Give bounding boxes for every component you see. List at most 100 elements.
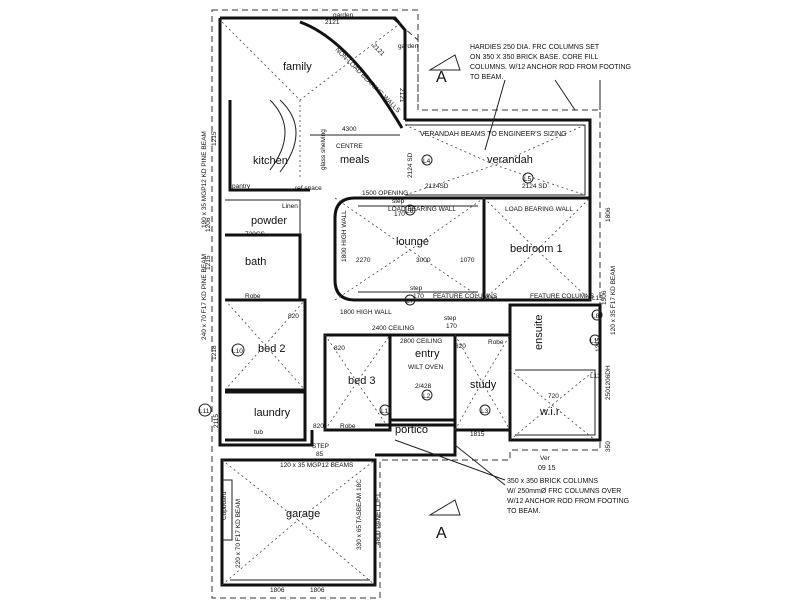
column-markers	[198, 154, 603, 417]
marker-l3: L3	[481, 408, 489, 415]
portico-wall	[375, 423, 457, 457]
kitchen-label: kitchen	[253, 155, 288, 167]
marker-l2: L2	[423, 393, 431, 400]
marker-l8: L8	[592, 313, 600, 320]
ceiling-2400: 2400 CEILING	[372, 325, 414, 332]
frc-note-1: HARDIES 250 DIA. FRC COLUMNS SET	[470, 44, 600, 51]
dim-820-b: 820	[334, 345, 345, 352]
beam-tasbeam: 330 x 65 TASBEAM 18C	[356, 479, 363, 550]
linen-label: Linen	[282, 203, 298, 210]
verandah-rear-wall	[405, 118, 592, 200]
marker-l7: L7	[406, 298, 414, 305]
powder-wall	[225, 199, 301, 235]
dim-1806-b: 1806	[310, 587, 325, 594]
family-diagonal-wall	[299, 20, 404, 129]
ensuite-wall	[508, 303, 602, 442]
portico-label: portico	[395, 424, 428, 436]
beam-pine-top: 190 x 35 MGP12 KD PINE BEAM	[201, 131, 208, 228]
wir-label: w.i.r	[539, 406, 560, 418]
rev-note: 09 15	[538, 465, 556, 472]
ver-sig: Ver	[540, 455, 551, 462]
section-line-top	[428, 54, 461, 71]
dim-1215-c: 1215	[595, 337, 602, 352]
opening-note: 1500 OPENING	[362, 190, 408, 197]
centre-note: CENTRE	[336, 143, 363, 150]
laundry-wall	[225, 390, 307, 442]
frc-note-2: ON 350 X 350 BRICK BASE. CORE FILL	[470, 54, 598, 61]
step-mid-170: 170	[413, 293, 424, 300]
note-leader-top	[484, 79, 601, 151]
kitchen-bench	[228, 100, 310, 192]
bedroom1-label: bedroom 1	[510, 243, 563, 255]
verandah-label: verandah	[487, 154, 533, 166]
entry-label: entry	[415, 348, 440, 360]
glass-shelving-note: glass shelving	[320, 129, 327, 170]
nlbw-note: NON-LOAD BEARING WALLS	[334, 46, 402, 114]
wir-wall	[515, 369, 596, 436]
dim-2428: 2/428	[415, 383, 432, 390]
study-label: study	[470, 379, 497, 391]
dim-2121-b: 2121	[371, 42, 386, 57]
family-label: family	[283, 61, 312, 73]
garage-wall	[220, 458, 377, 587]
garage-label: garage	[286, 508, 320, 520]
marker-l10: L10	[232, 348, 243, 355]
dim-2124sd-c: 2124 SD	[522, 183, 548, 190]
roof-hips	[221, 21, 596, 586]
ref-space-note: ref space	[295, 185, 322, 192]
laundry-label: laundry	[254, 407, 291, 419]
step-top-170: 170	[394, 211, 405, 218]
robe-bath-label: Robe	[245, 293, 261, 300]
high-wall-v-note: 1800 HIGH WALL	[341, 210, 348, 262]
meals-label: meals	[340, 154, 370, 166]
dim-2124sd-b: 2124SD	[425, 183, 449, 190]
dim-3000: 3000	[416, 257, 431, 264]
dim-2270: 2270	[356, 257, 371, 264]
marker-l1: L1	[381, 408, 389, 415]
bed3-label: bed 3	[348, 375, 376, 387]
marker-l4: L4	[423, 158, 431, 165]
dim-1070: 1070	[460, 257, 475, 264]
step-mid: step	[410, 285, 423, 292]
brick-note-4: TO BEAM.	[507, 508, 540, 515]
garage-cupboard	[222, 479, 233, 541]
dim-2501206: 2501206DH	[605, 365, 612, 400]
wilt-oven-note: WILT OVEN	[408, 364, 443, 371]
step-top: step	[392, 198, 405, 205]
dim-2121-c: 2121	[398, 88, 405, 103]
beam-garage-left: 220 x 70 F17 KD BEAM	[235, 499, 242, 568]
beam-pine-left: 240 x 70 F17 KD PINE BEAM	[201, 254, 208, 340]
frc-note-3: COLUMNS. W/12 ANCHOR ROD FROM FOOTING	[470, 64, 631, 71]
lbw-bedroom: LOAD BEARING WALL	[505, 206, 573, 213]
robe-bed3-label: Robe	[340, 423, 356, 430]
entry-wall	[390, 333, 457, 422]
dim-720: 720	[548, 393, 559, 400]
dim-4300: 4300	[342, 126, 357, 133]
dim-820-c: 820	[455, 343, 466, 350]
brick-note-2: W/ 250mmØ FRC COLUMNS OVER	[507, 488, 621, 495]
dim-820-a: 820	[288, 313, 299, 320]
dim-1218: 1218	[211, 345, 218, 360]
ceiling-2800: 2800 CEILING	[400, 338, 442, 345]
verandah-beams-note: VERANDAH BEAMS TO ENGINEER'S SIZING	[420, 131, 567, 138]
lounge-inner	[358, 205, 478, 293]
dim-1806-r: 1806	[605, 207, 612, 222]
step85-value: 85	[316, 451, 324, 458]
brick-note-1: 350 x 350 BRICK COLUMNS	[507, 478, 598, 485]
dim-350: 350	[605, 441, 612, 452]
marker-l11: L11	[199, 408, 210, 415]
dim-2124sd-a: 2124 SD	[407, 152, 414, 178]
dim-2121-a: 2121	[325, 19, 340, 26]
section-mark-bottom: A	[436, 525, 447, 542]
cupboard-label: Cupboard	[221, 491, 228, 520]
dim-1806-a: 1806	[270, 587, 285, 594]
feature-cols-bed: FEATURE COLUMNS	[530, 293, 595, 300]
marker-l12: L12	[590, 338, 601, 345]
dim-1206: 1206	[205, 217, 212, 232]
dim-820-d: 820	[486, 296, 497, 303]
garden-label-side: garden	[398, 43, 419, 50]
marker-l15: L15	[592, 295, 603, 302]
lbw-lounge: LOAD BEARING WALL	[388, 206, 456, 213]
beam-garage-mid: 120 x 35 MGP12 BEAMS	[280, 462, 354, 469]
beam-kd-right: 120 x 35 F17 KD BEAM	[610, 266, 617, 335]
